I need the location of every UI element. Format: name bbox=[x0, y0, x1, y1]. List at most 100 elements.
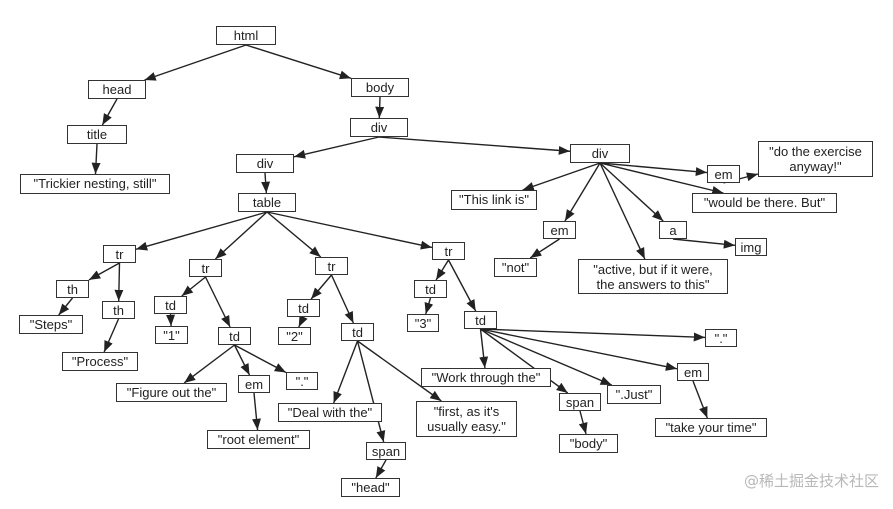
tree-node-body: body bbox=[351, 78, 409, 97]
edge-table-to-tr3 bbox=[266, 211, 322, 258]
tree-node-td3b: td bbox=[464, 311, 497, 329]
edge-span2-to-body-text bbox=[578, 410, 588, 435]
tree-node-span1: span bbox=[366, 442, 406, 460]
edge-div3-to-active bbox=[599, 162, 646, 260]
edge-table-to-tr1 bbox=[135, 211, 268, 251]
tree-node-tr4: tr bbox=[432, 242, 465, 260]
tree-node-dot1: "." bbox=[286, 372, 318, 390]
tree-node-two: "2" bbox=[278, 327, 311, 345]
edge-td2b-to-first bbox=[357, 340, 442, 402]
tree-node-td2a: td bbox=[287, 299, 320, 317]
edge-table-to-tr2 bbox=[214, 211, 268, 260]
edge-tr4-to-td3b bbox=[447, 259, 477, 312]
edge-a-to-img bbox=[672, 238, 736, 249]
tree-node-first: "first, as it's usually easy." bbox=[416, 401, 517, 437]
tree-node-img: img bbox=[735, 238, 767, 256]
tree-node-one: "1" bbox=[155, 326, 188, 344]
tree-node-just: ".Just" bbox=[607, 385, 661, 404]
tree-node-td1a: td bbox=[154, 296, 187, 314]
tree-node-th1: th bbox=[56, 280, 89, 298]
tree-node-work: "Work through the" bbox=[421, 368, 551, 387]
tree-node-head: head bbox=[88, 80, 146, 99]
tree-node-active: "active, but if it were, the answers to … bbox=[578, 259, 728, 294]
tree-node-not: "not" bbox=[494, 258, 537, 277]
tree-node-three: "3" bbox=[407, 314, 439, 332]
tree-node-figure: "Figure out the" bbox=[116, 383, 227, 402]
tree-node-th2: th bbox=[102, 301, 135, 319]
edge-td3b-to-dot2 bbox=[480, 328, 706, 342]
edge-td1a-to-one bbox=[166, 313, 176, 327]
edge-div3-to-link-is bbox=[522, 162, 601, 191]
edge-td2a-to-two bbox=[298, 314, 308, 328]
tree-node-head-text: "head" bbox=[341, 478, 400, 497]
edge-tr1-to-th1 bbox=[88, 262, 120, 281]
edge-td3b-to-em3 bbox=[480, 328, 678, 371]
edge-div1-to-div3 bbox=[378, 136, 571, 155]
edge-em2-to-not bbox=[529, 238, 560, 259]
edge-html-to-body bbox=[245, 44, 352, 80]
edge-div3-to-a bbox=[599, 162, 664, 222]
edge-title-to-title-text bbox=[91, 143, 101, 175]
edge-td1b-to-em1 bbox=[233, 344, 251, 376]
tree-node-tr3: tr bbox=[315, 257, 348, 275]
edge-em1-to-root-el bbox=[252, 392, 261, 431]
edge-tr2-to-td1a bbox=[181, 276, 206, 297]
tree-node-div3: div bbox=[570, 144, 630, 163]
edge-span1-to-head-text bbox=[375, 459, 387, 479]
tree-node-root-el: "root element" bbox=[207, 430, 310, 449]
edge-body-to-div1 bbox=[375, 96, 385, 119]
edge-td1b-to-figure bbox=[183, 344, 235, 384]
edge-tr2-to-td1b bbox=[204, 276, 231, 328]
tree-node-tr1: tr bbox=[103, 245, 136, 263]
edge-tr3-to-td2a bbox=[310, 274, 333, 300]
edge-head-to-title bbox=[101, 98, 118, 126]
tree-node-deal: "Deal with the" bbox=[278, 403, 382, 422]
edge-td1b-to-dot1 bbox=[234, 344, 287, 374]
tree-node-td2b: td bbox=[341, 323, 374, 341]
tree-node-steps: "Steps" bbox=[19, 315, 83, 334]
tree-node-link-is: "This link is" bbox=[451, 190, 537, 210]
tree-node-em3: em bbox=[677, 363, 709, 381]
edge-td2b-to-deal bbox=[333, 340, 359, 404]
edge-div1-to-div2 bbox=[293, 136, 380, 159]
tree-node-tr2: tr bbox=[189, 259, 222, 277]
edge-table-to-tr4 bbox=[266, 211, 433, 250]
edge-th2-to-process bbox=[103, 318, 120, 353]
tree-node-table: table bbox=[238, 193, 296, 212]
tree-node-em4: em bbox=[707, 165, 740, 183]
edge-div3-to-em2 bbox=[564, 162, 601, 222]
tree-node-would: "would be there. But" bbox=[692, 193, 837, 213]
edge-div2-to-table bbox=[261, 172, 271, 194]
tree-node-div2: div bbox=[236, 154, 294, 173]
tree-node-take: "take your time" bbox=[655, 418, 767, 437]
edge-div3-to-em4 bbox=[599, 162, 708, 176]
tree-node-a: a bbox=[659, 221, 687, 239]
edge-td3b-to-work bbox=[479, 328, 489, 369]
edge-div3-to-would bbox=[599, 162, 724, 195]
edge-td3a-to-three bbox=[424, 297, 434, 315]
edge-tr4-to-td3a bbox=[435, 259, 450, 281]
watermark: @稀土掘金技术社区 bbox=[743, 472, 879, 490]
tree-node-div1: div bbox=[350, 118, 408, 137]
tree-node-td1b: td bbox=[218, 327, 251, 345]
edge-tr1-to-th2 bbox=[114, 262, 124, 302]
edge-html-to-head bbox=[144, 44, 247, 81]
tree-node-td3a: td bbox=[414, 280, 447, 298]
tree-node-exercise: "do the exercise anyway!" bbox=[758, 141, 873, 177]
tree-node-span2: span bbox=[559, 393, 601, 411]
tree-node-title-text: "Trickier nesting, still" bbox=[20, 174, 170, 194]
edge-td3b-to-just bbox=[480, 328, 613, 386]
edge-th1-to-steps bbox=[58, 297, 74, 316]
edge-tr3-to-td2b bbox=[330, 274, 355, 324]
tree-node-em2: em bbox=[543, 221, 576, 239]
tree-node-body-text: "body" bbox=[559, 434, 618, 453]
tree-node-em1: em bbox=[238, 375, 270, 393]
edge-em3-to-take bbox=[692, 380, 708, 419]
tree-node-title: title bbox=[67, 125, 127, 144]
tree-node-process: "Process" bbox=[62, 352, 138, 371]
edge-td2b-to-span1 bbox=[356, 340, 386, 443]
tree-node-html: html bbox=[216, 26, 276, 45]
edge-td3b-to-span2 bbox=[480, 328, 569, 394]
tree-node-dot2: "." bbox=[705, 329, 737, 347]
